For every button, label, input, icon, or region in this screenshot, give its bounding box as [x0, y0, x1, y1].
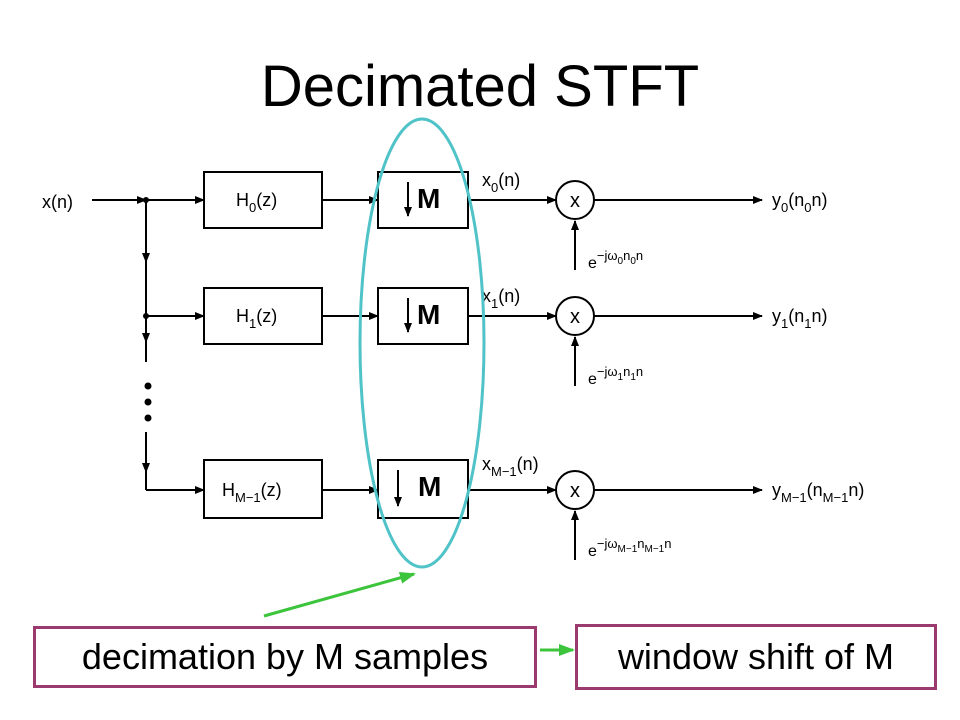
decimator-box: [377, 459, 469, 519]
modulator-label: e−jω0n0n: [588, 248, 643, 272]
decimator-box: [377, 287, 469, 345]
decimator-highlight-ellipse: [358, 117, 486, 569]
output-label: yM−1(nM−1n): [772, 480, 864, 505]
modulator-label: e−jω1n1n: [588, 364, 643, 388]
subband-label: x0(n): [482, 170, 520, 195]
input-label: x(n): [42, 192, 73, 212]
ellipsis-dot: [144, 414, 152, 422]
ellipsis-dot: [144, 382, 152, 390]
multiplier-symbol: x: [570, 480, 580, 502]
filter-label: H1(z): [236, 306, 277, 331]
decimator-box: [377, 171, 469, 229]
branch-1: H1(z) M x1(n) x e−jω1n1n y1(n1n): [146, 286, 828, 388]
subband-label: xM−1(n): [482, 454, 539, 479]
decimator-label: M: [417, 299, 440, 330]
multiplier-symbol: x: [570, 190, 580, 212]
branch-0: H0(z) M x0(n) x e−jω0n0n y0(n0n): [146, 170, 828, 272]
filter-box: [203, 459, 323, 519]
filter-label: H0(z): [236, 190, 277, 215]
decimator-label: M: [417, 183, 440, 214]
decimator-label: M: [418, 471, 441, 502]
filter-box: [203, 171, 323, 229]
decimation-note: decimation by M samples: [33, 626, 537, 688]
pointer-arrow: [263, 571, 416, 618]
page-title: Decimated STFT: [260, 54, 700, 119]
multiplier-symbol: x: [570, 306, 580, 328]
output-label: y0(n0n): [772, 190, 828, 215]
modulator-label: e−jωM−1nM−1n: [588, 536, 671, 560]
branch-m-minus-1: HM−1(z) M xM−1(n) x e−jωM−1nM−1n yM−1(nM…: [146, 454, 864, 560]
subband-label: x1(n): [482, 286, 520, 311]
output-label: y1(n1n): [772, 306, 828, 331]
filter-label: HM−1(z): [222, 480, 282, 505]
filter-box: [203, 287, 323, 345]
window-shift-note: window shift of M: [575, 624, 937, 690]
ellipsis-dot: [144, 398, 152, 406]
